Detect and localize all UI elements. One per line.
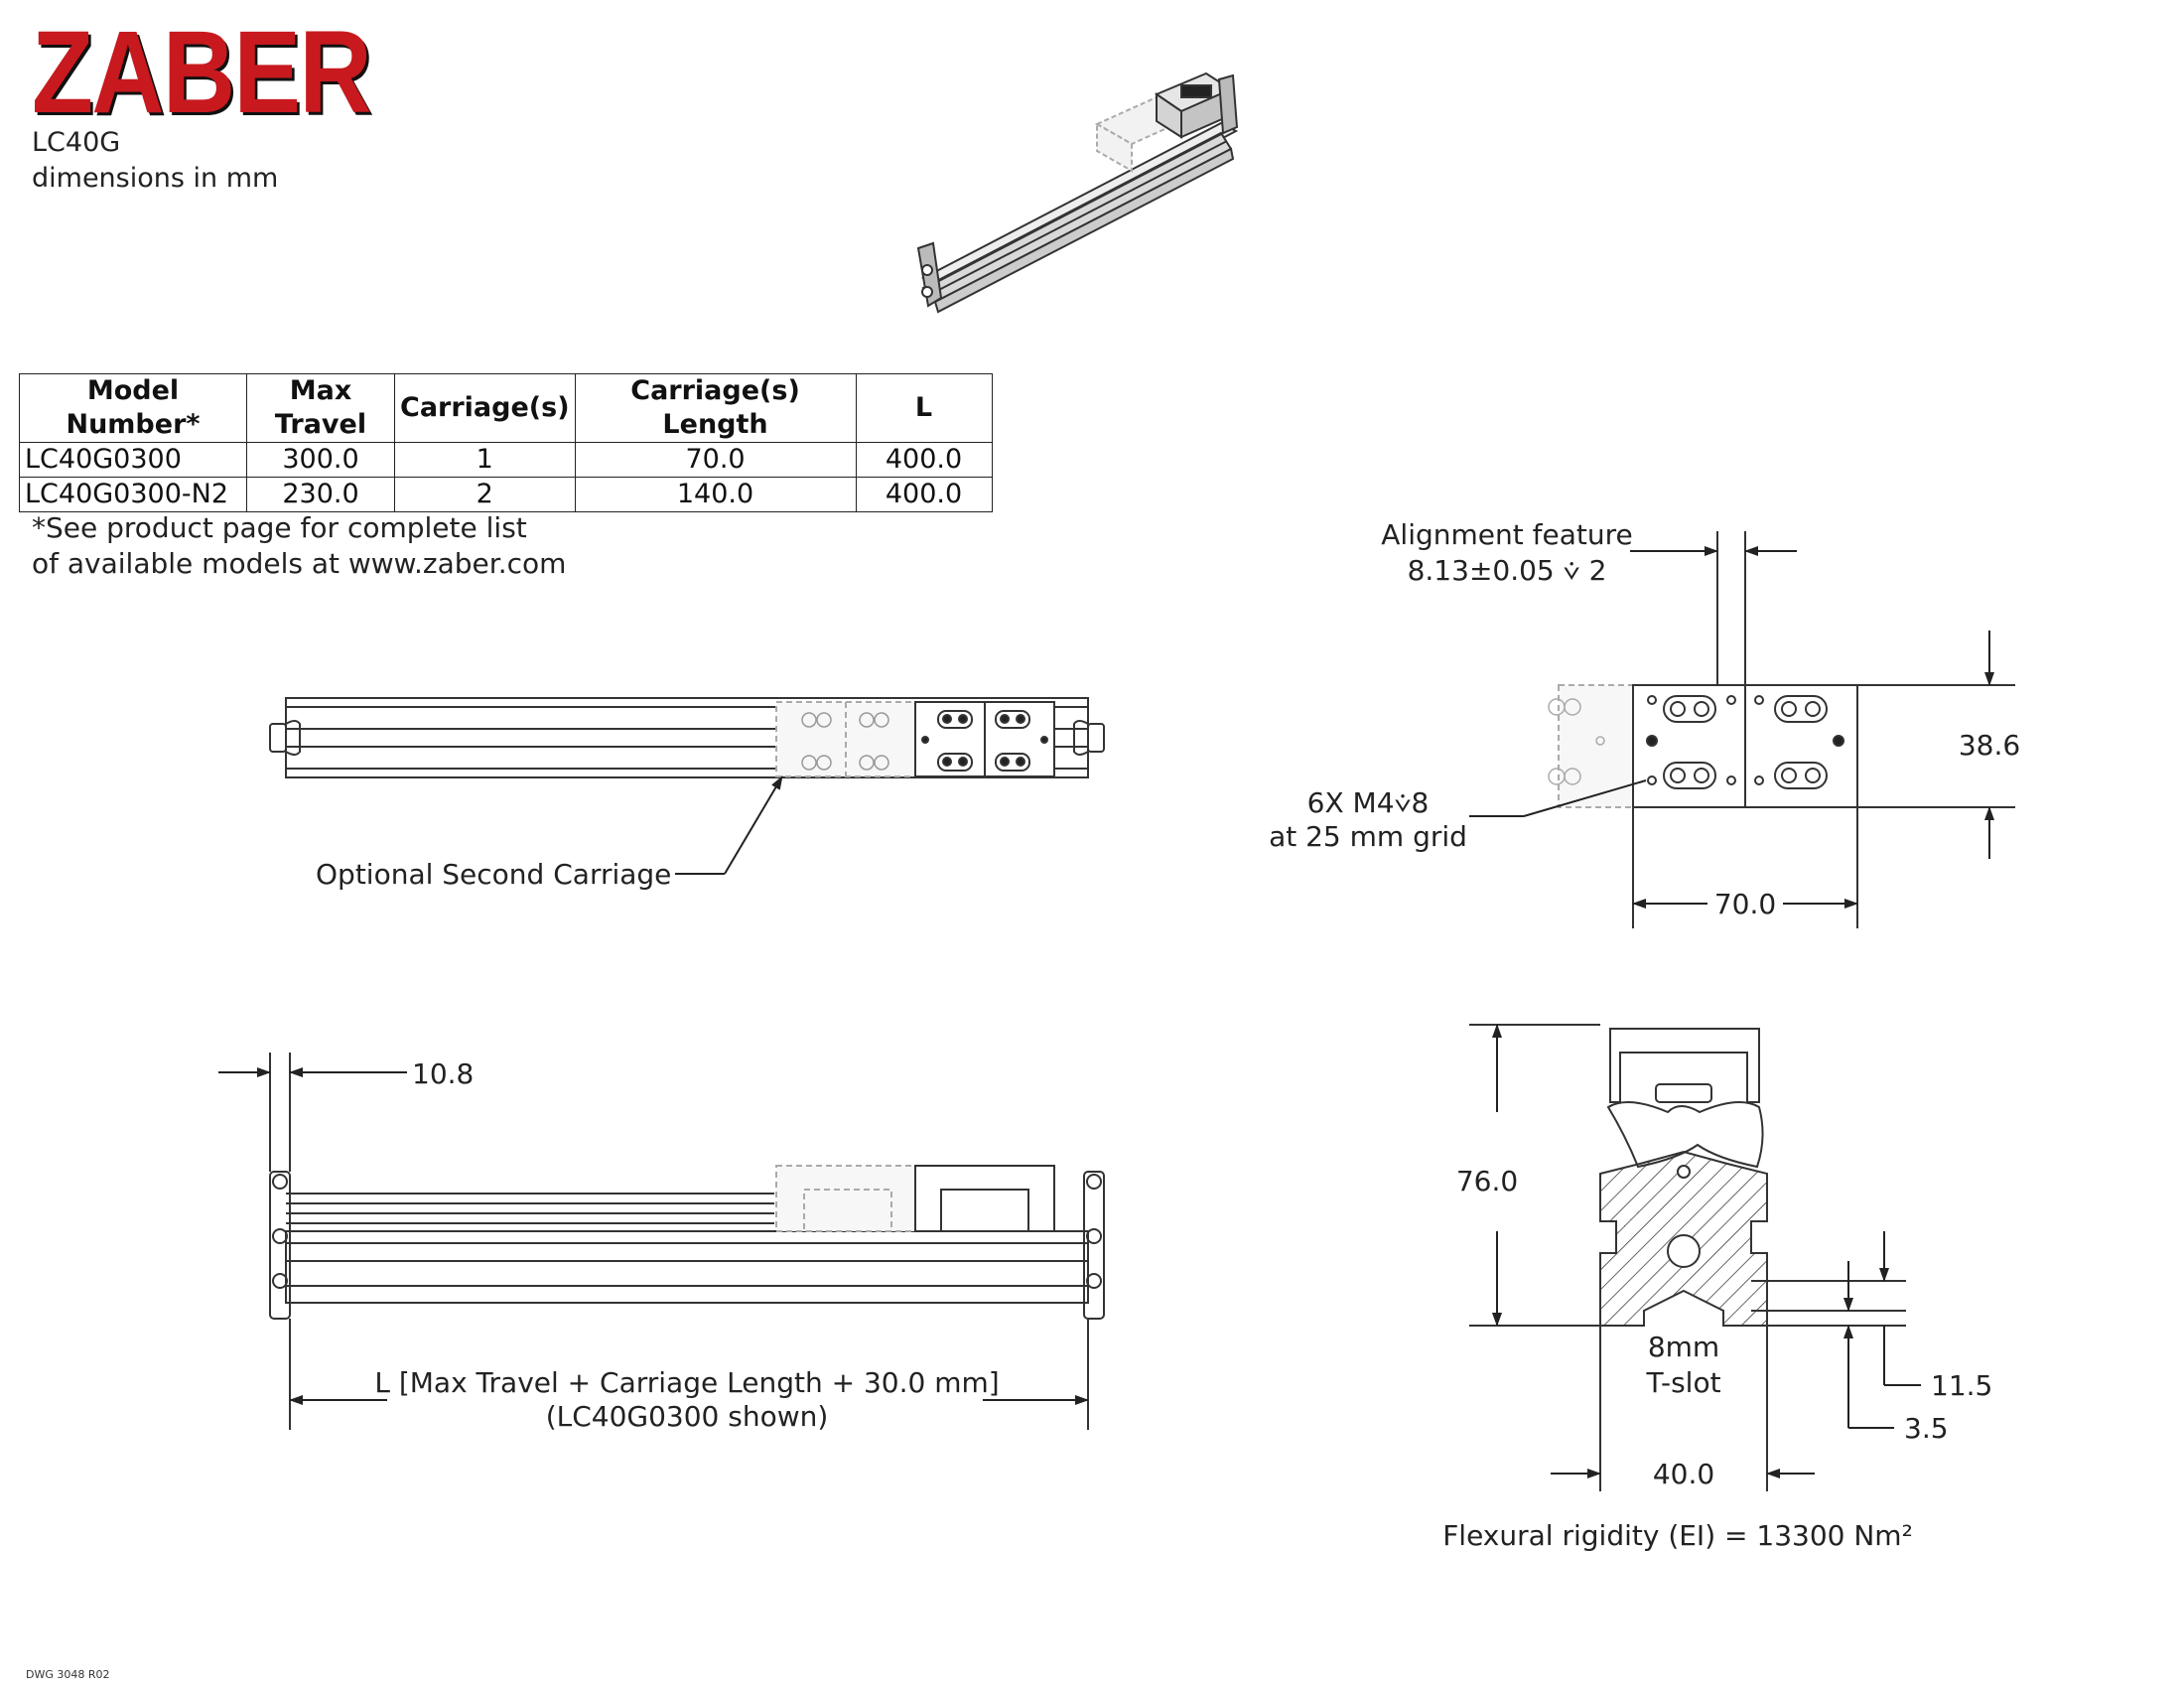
table-cell: 2 [394,477,576,512]
slot-depth-dim: 11.5 [1931,1369,1992,1402]
note-line-1: *See product page for complete list [32,511,527,544]
slot-lip-dim: 3.5 [1904,1412,1949,1445]
end-plate-dim: 10.8 [412,1057,474,1090]
table-cell: 300.0 [246,442,395,478]
col-model-number: Model Number* [19,373,247,443]
col-l: L [855,373,993,443]
profile-height-dim: 76.0 [1456,1165,1518,1197]
t-slot-size-label: 8mm [1648,1331,1719,1363]
carriage-view [1469,531,2015,928]
alignment-feature-label: Alignment feature [1381,518,1632,551]
profile-width-dim: 40.0 [1653,1458,1714,1490]
table-cell: 400.0 [855,477,993,512]
isometric-view [916,71,1239,314]
col-max-travel: Max Travel [246,373,395,443]
carriage-width-dim: 70.0 [1714,888,1776,920]
model-spec-table: Model Number* Max Travel Carriage(s) Car… [19,373,993,512]
table-cell: 400.0 [855,442,993,478]
top-view [269,697,1105,875]
zaber-logo: ZABER [32,7,372,138]
table-row: LC40G0300-N2 230.0 2 140.0 400.0 [19,477,993,512]
second-carriage-dashed [775,701,916,777]
table-cell: 140.0 [574,477,857,512]
profile-view [1469,1024,1921,1491]
mounting-holes-label: 6X M4⩒8 [1307,786,1430,819]
model-name: LC40G [32,127,121,158]
table-row: LC40G0300 300.0 1 70.0 400.0 [19,442,993,478]
table-cell: 230.0 [246,477,395,512]
length-shown-note: (LC40G0300 shown) [546,1400,829,1433]
table-cell: 1 [394,442,576,478]
drawing-number: DWG 3048 R02 [26,1668,110,1681]
table-cell: LC40G0300-N2 [19,477,247,512]
second-carriage-callout: Optional Second Carriage [316,858,671,891]
alignment-feature-dim: 8.13±0.05 ⩒ 2 [1408,554,1607,587]
carriage-height-dim: 38.6 [1959,729,2020,762]
note-line-2: of available models at www.zaber.com [32,547,567,580]
table-cell: LC40G0300 [19,442,247,478]
length-formula: L [Max Travel + Carriage Length + 30.0 m… [374,1366,999,1399]
flexural-rigidity: Flexural rigidity (EI) = 13300 Nm² [1442,1519,1913,1552]
t-slot-label: T-slot [1645,1366,1720,1399]
side-view [218,1053,1105,1430]
mounting-grid-label: at 25 mm grid [1269,820,1467,853]
units-note: dimensions in mm [32,163,279,194]
